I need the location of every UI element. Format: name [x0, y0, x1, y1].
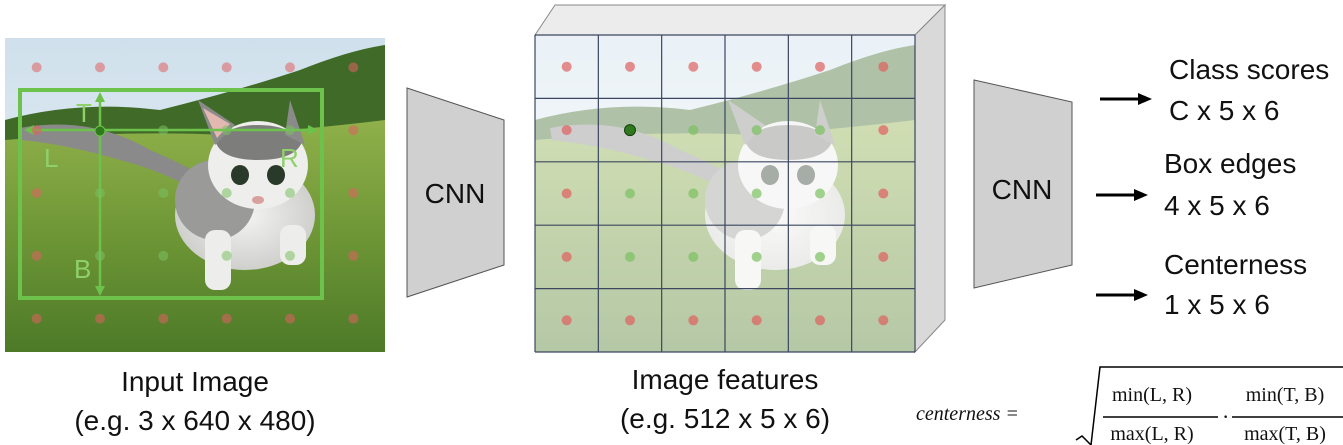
output-box-edges-shape: 4 x 5 x 6 [1164, 190, 1270, 221]
input-point-positive [285, 125, 295, 136]
feature-point-positive [815, 125, 825, 136]
feature-point-negative [561, 188, 572, 199]
centerness-formula: centerness = min(L, R) max(L, R) · min(T… [916, 366, 1343, 445]
feature-point-negative [878, 125, 889, 136]
output-box-edges: Box edges 4 x 5 x 6 [1096, 148, 1296, 221]
feature-grid [534, 34, 916, 353]
feature-point-negative [625, 61, 635, 72]
input-point-negative [158, 313, 169, 324]
input-point-negative [285, 313, 295, 324]
feature-point-negative [561, 251, 572, 262]
input-image-title: Input Image [121, 366, 269, 397]
feature-point-positive [625, 188, 635, 199]
input-image-subtitle: (e.g. 3 x 640 x 480) [74, 405, 315, 436]
input-point-positive [158, 250, 169, 261]
feature-cube [534, 3, 947, 354]
feature-point-negative [878, 188, 889, 199]
cnn-block-2: CNN [973, 79, 1073, 289]
input-point-positive [158, 188, 169, 198]
output-class-scores: Class scores C x 5 x 6 [1100, 54, 1329, 126]
input-point-negative [31, 250, 42, 261]
box-label-right: R [280, 143, 299, 173]
output-class-scores-title: Class scores [1169, 54, 1329, 85]
input-point-negative [95, 62, 105, 73]
box-label-bottom: B [74, 254, 91, 284]
gt-bounding-box: T L R B [18, 88, 324, 300]
feature-point-negative [688, 315, 699, 326]
output-class-scores-shape: C x 5 x 6 [1169, 95, 1279, 126]
feature-point-negative [688, 61, 699, 72]
output-centerness-shape: 1 x 5 x 6 [1164, 289, 1270, 320]
input-point-negative [348, 313, 359, 324]
feature-point-positive [688, 251, 699, 262]
features-title: Image features [632, 364, 819, 395]
input-point-negative [31, 313, 42, 324]
input-point-positive [95, 250, 105, 261]
features-subtitle: (e.g. 512 x 5 x 6) [620, 403, 830, 434]
input-point-negative [158, 62, 169, 73]
input-image [5, 38, 385, 352]
feature-point-positive [751, 188, 762, 199]
output-centerness: Centerness 1 x 5 x 6 [1096, 249, 1307, 320]
feature-point-negative [878, 61, 889, 72]
cnn-2-label: CNN [992, 174, 1053, 205]
feature-point-positive [625, 251, 635, 262]
feature-point-positive [815, 188, 825, 199]
feature-point-highlight [624, 124, 636, 137]
cnn-block-1: CNN [406, 87, 505, 298]
feature-point-positive [688, 125, 699, 136]
input-point-positive [221, 250, 232, 261]
feature-point-negative [625, 315, 635, 326]
formula-num1: min(L, R) [1112, 384, 1192, 406]
feature-point-positive [751, 251, 762, 262]
input-point-negative [348, 188, 359, 198]
input-point-negative [348, 62, 359, 73]
input-point-positive [221, 188, 232, 198]
formula-lhs: centerness = [916, 403, 1019, 425]
box-label-left: L [44, 143, 58, 173]
input-point-positive [221, 125, 232, 136]
input-point-negative [348, 250, 359, 261]
feature-point-negative [751, 315, 762, 326]
input-point-positive [95, 188, 105, 198]
feature-point-negative [815, 61, 825, 72]
input-point-negative [31, 188, 42, 198]
feature-point-positive [751, 125, 762, 136]
feature-point-negative [878, 315, 889, 326]
feature-point-negative [751, 61, 762, 72]
input-point-positive [285, 250, 295, 261]
input-point-positive [158, 125, 169, 136]
feature-point-negative [561, 125, 572, 136]
input-sample-points [31, 62, 359, 324]
feature-points [561, 61, 889, 326]
feature-point-negative [561, 61, 572, 72]
formula-dot: · [1222, 404, 1229, 429]
input-point-negative [31, 62, 42, 73]
box-label-top: T [76, 98, 92, 128]
formula-num2: min(T, B) [1246, 384, 1325, 406]
input-point-negative [221, 62, 232, 73]
input-point-negative [348, 125, 359, 136]
output-box-edges-title: Box edges [1164, 148, 1296, 179]
input-point-negative [221, 313, 232, 324]
feature-point-negative [815, 315, 825, 326]
feature-point-negative [878, 251, 889, 262]
feature-point-positive [688, 188, 699, 199]
feature-point-negative [561, 315, 572, 326]
formula-den2: max(T, B) [1244, 423, 1326, 445]
cnn-1-label: CNN [425, 178, 486, 209]
output-centerness-title: Centerness [1164, 249, 1307, 280]
input-point-positive [285, 188, 295, 198]
input-point-negative [285, 62, 295, 73]
formula-den1: max(L, R) [1110, 423, 1193, 445]
input-point-negative [95, 313, 105, 324]
input-point-negative [31, 125, 42, 136]
feature-point-positive [815, 251, 825, 262]
